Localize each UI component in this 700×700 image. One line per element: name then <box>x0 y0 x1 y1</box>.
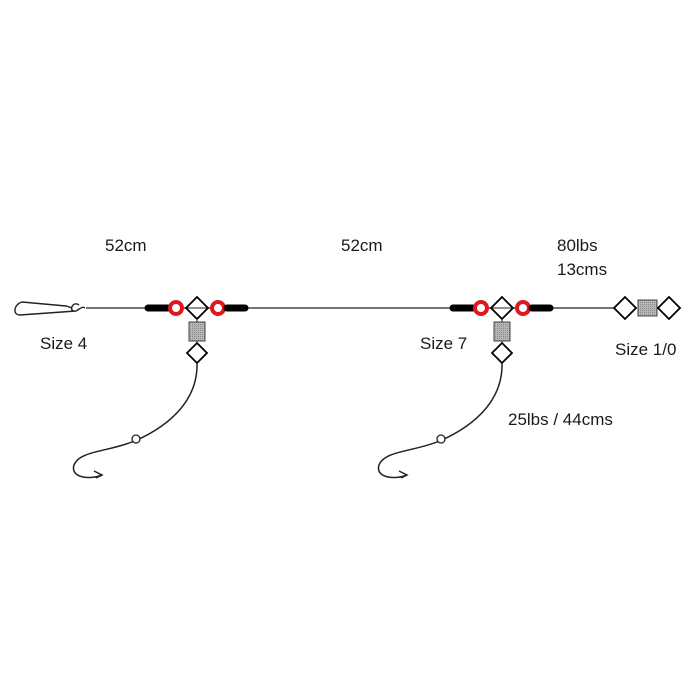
end-swivel-diamond <box>612 295 638 321</box>
leader-length-label: 13cms <box>557 260 608 279</box>
hook-boom-2 <box>378 297 550 478</box>
length-label-2: 52cm <box>341 236 383 255</box>
end-swivel-diamond <box>656 295 682 321</box>
clip-icon <box>14 301 86 316</box>
hook-size-label-1: Size 4 <box>40 334 88 353</box>
end-swivel-body <box>637 299 658 317</box>
length-label-1: 52cm <box>105 236 147 255</box>
hook-boom-1 <box>73 297 245 478</box>
leader-strength-label: 80lbs <box>557 236 598 255</box>
swivel-size-label: Size 1/0 <box>615 340 677 359</box>
hook-size-label-2: Size 7 <box>420 334 468 353</box>
snood-label: 25lbs / 44cms <box>508 410 613 429</box>
